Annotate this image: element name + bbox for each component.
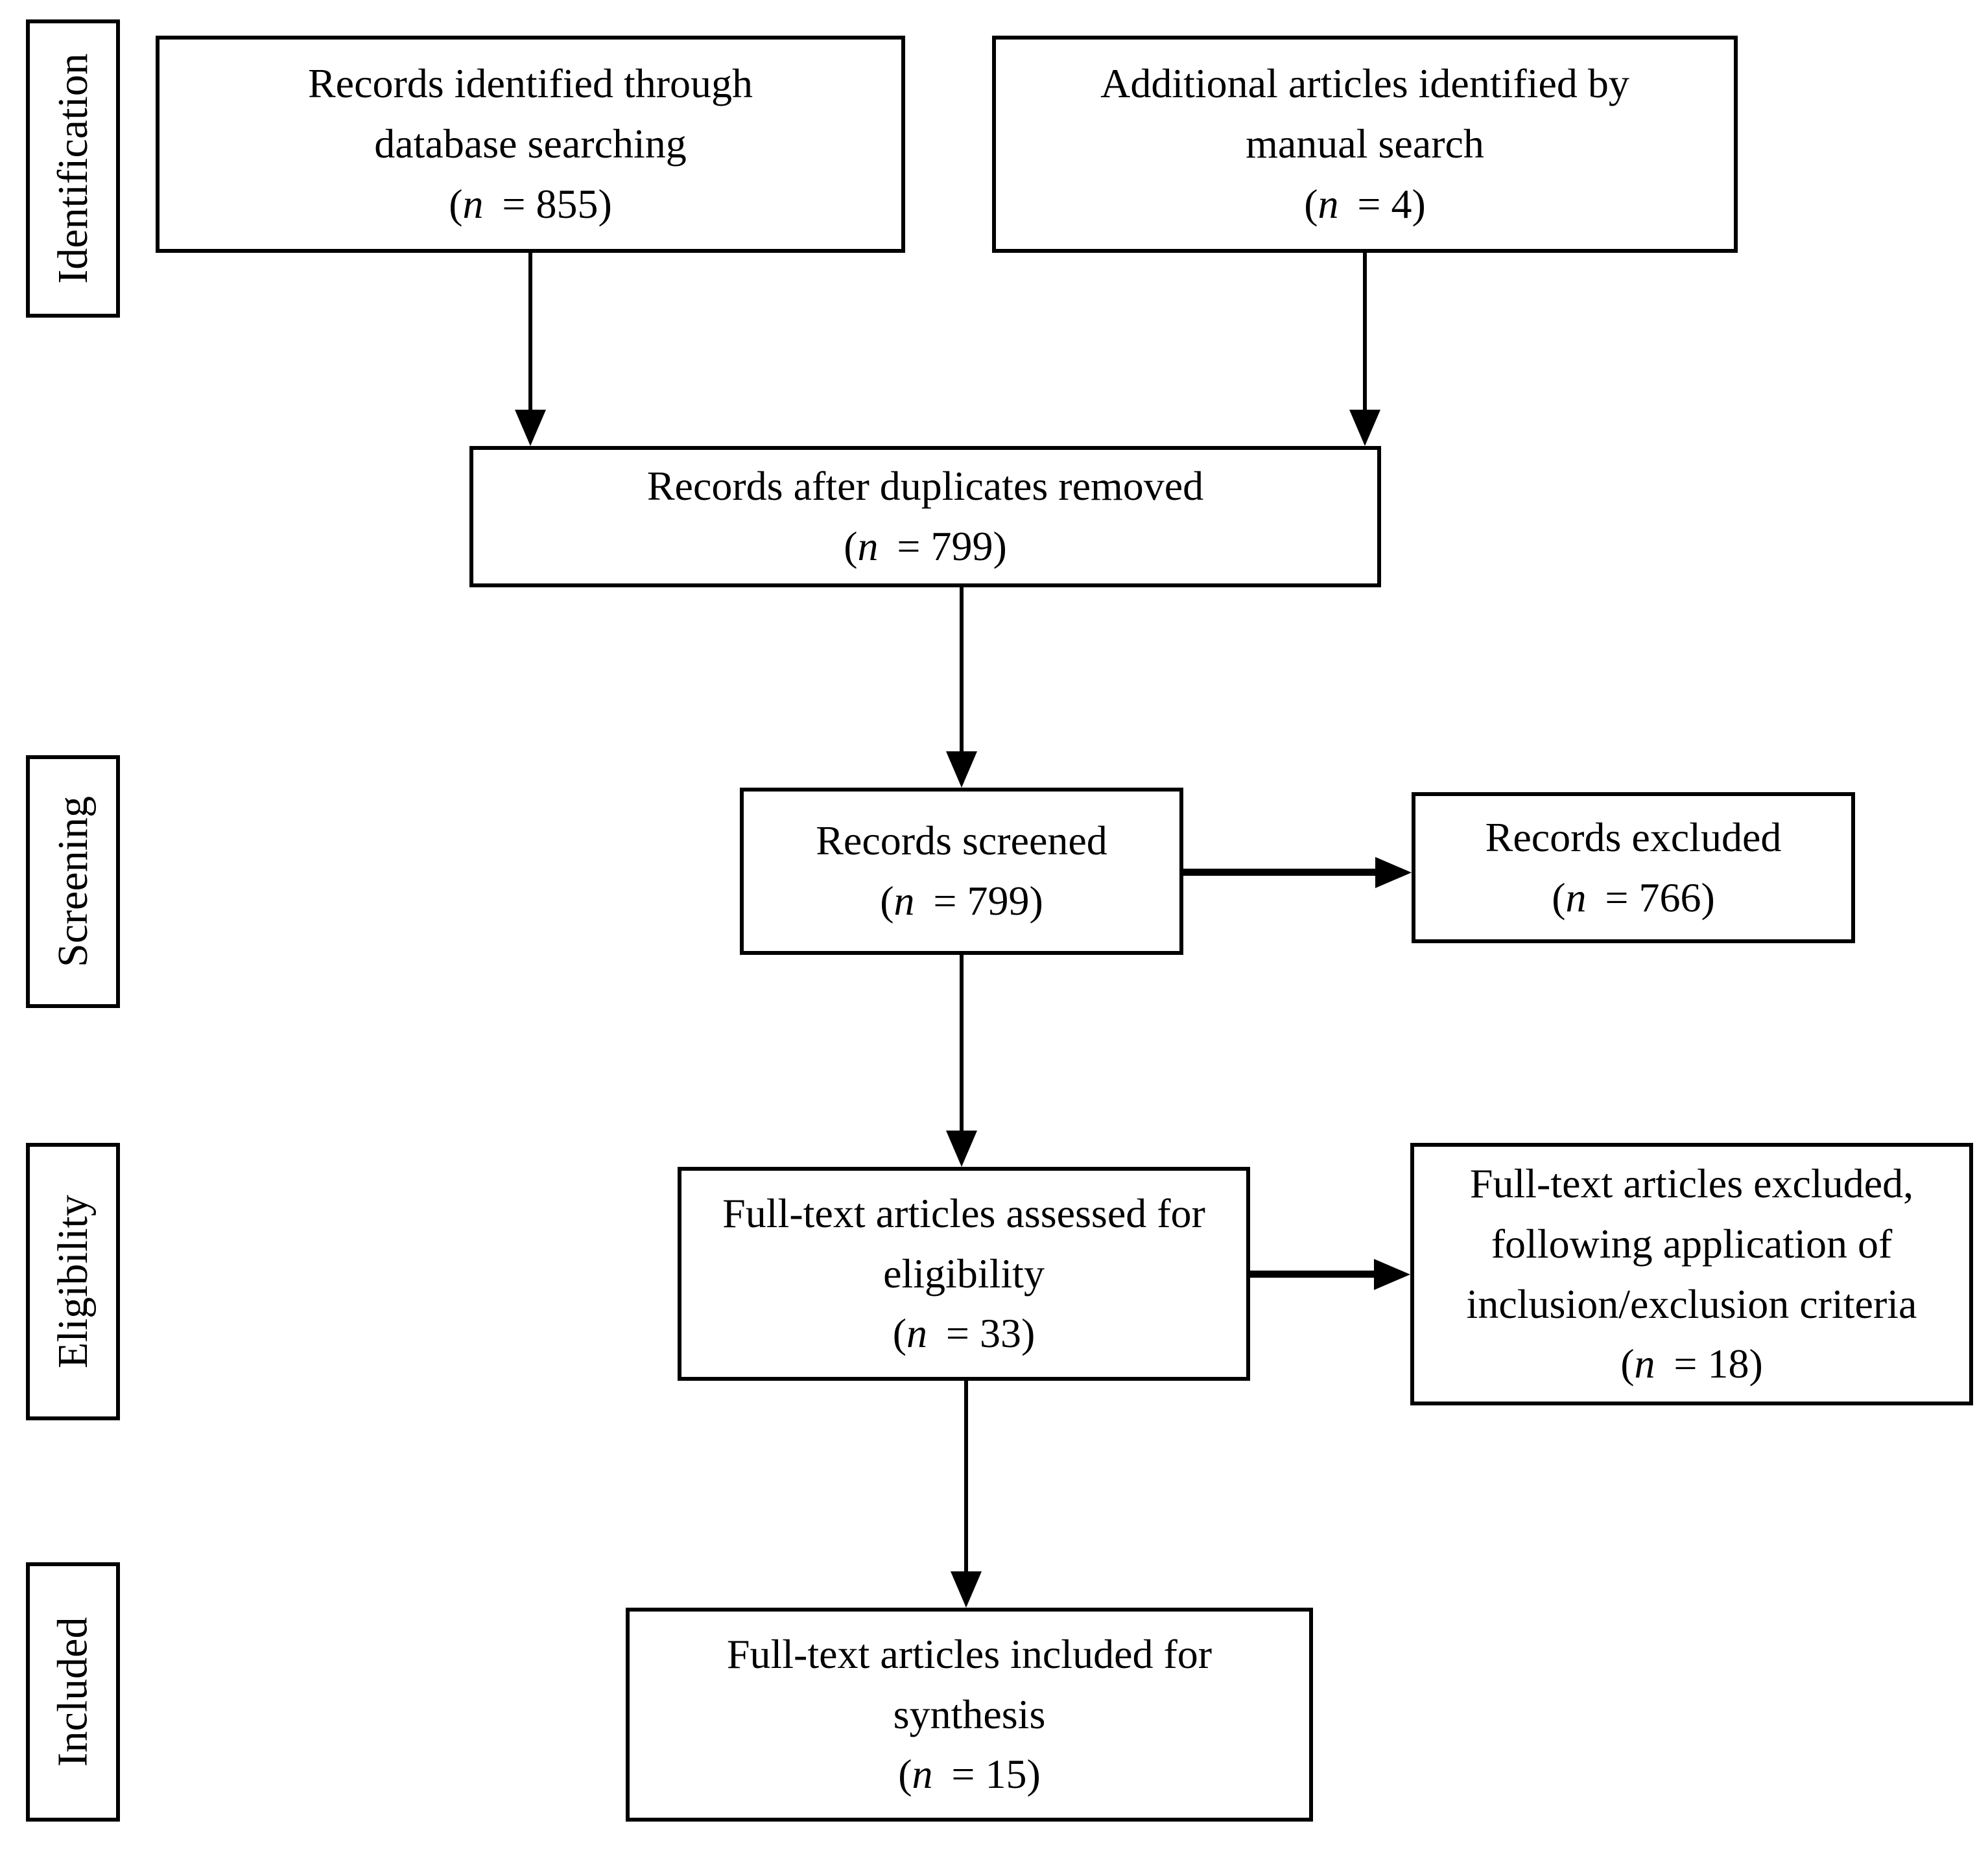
box-additional-articles-line2: manual search — [1246, 121, 1484, 167]
box-records-screened: Records screened (n = 799) — [740, 788, 1183, 955]
stage-screening-label: Screening — [49, 796, 97, 967]
stage-included: Included — [26, 1562, 120, 1822]
box-additional-articles-line1: Additional articles identified by — [1100, 60, 1629, 107]
box-fulltext-excluded: Full-text articles excluded, following a… — [1410, 1143, 1973, 1405]
arrow-screened-to-fulltext — [960, 955, 964, 1131]
box-fulltext-assessed-line1: Full-text articles assessed for — [722, 1190, 1205, 1236]
box-records-identified-line1: Records identified through — [307, 60, 753, 107]
arrow-fulltext-to-excluded — [1250, 1271, 1374, 1278]
stage-identification-label: Identification — [49, 53, 97, 284]
box-records-excluded-count: (n = 766) — [1552, 874, 1715, 921]
box-records-identified: Records identified through database sear… — [156, 36, 905, 253]
box-fulltext-included-line2: synthesis — [893, 1691, 1046, 1737]
box-fulltext-excluded-line3: inclusion/exclusion criteria — [1466, 1280, 1917, 1327]
box-additional-articles-count: (n = 4) — [1304, 180, 1426, 227]
box-records-identified-line2: database searching — [374, 121, 687, 167]
box-records-screened-count: (n = 799) — [880, 878, 1043, 924]
arrow-screened-to-excluded — [1183, 869, 1375, 876]
arrow-fulltext-to-included — [964, 1381, 968, 1571]
box-fulltext-included-line1: Full-text articles included for — [726, 1630, 1213, 1677]
box-duplicates-removed: Records after duplicates removed (n = 79… — [469, 446, 1381, 587]
box-fulltext-included: Full-text articles included for synthesi… — [626, 1608, 1313, 1822]
arrow-dedup-to-screened — [960, 587, 964, 751]
box-records-screened-line1: Records screened — [816, 817, 1107, 864]
box-fulltext-excluded-line1: Full-text articles excluded, — [1469, 1160, 1914, 1206]
arrow-additional-to-dedup — [1363, 253, 1367, 410]
stage-screening: Screening — [26, 755, 120, 1008]
box-fulltext-assessed-count: (n = 33) — [892, 1310, 1035, 1357]
stage-included-label: Included — [49, 1617, 97, 1767]
box-fulltext-assessed: Full-text articles assessed for eligibil… — [678, 1167, 1250, 1381]
box-fulltext-assessed-line2: eligibility — [883, 1250, 1045, 1297]
box-fulltext-excluded-line2: following application of — [1491, 1220, 1893, 1267]
box-fulltext-included-count: (n = 15) — [898, 1751, 1041, 1798]
box-records-excluded: Records excluded (n = 766) — [1412, 792, 1855, 943]
stage-identification: Identification — [26, 19, 120, 318]
box-records-identified-count: (n = 855) — [449, 180, 612, 227]
box-duplicates-removed-line1: Records after duplicates removed — [646, 463, 1204, 510]
stage-eligibility: Eligibility — [26, 1143, 120, 1420]
box-records-excluded-line1: Records excluded — [1485, 814, 1782, 860]
box-fulltext-excluded-count: (n = 18) — [1620, 1341, 1763, 1387]
box-duplicates-removed-count: (n = 799) — [844, 523, 1007, 569]
box-additional-articles: Additional articles identified by manual… — [992, 36, 1738, 253]
stage-eligibility-label: Eligibility — [49, 1195, 97, 1368]
arrow-identified-to-dedup — [528, 253, 532, 410]
